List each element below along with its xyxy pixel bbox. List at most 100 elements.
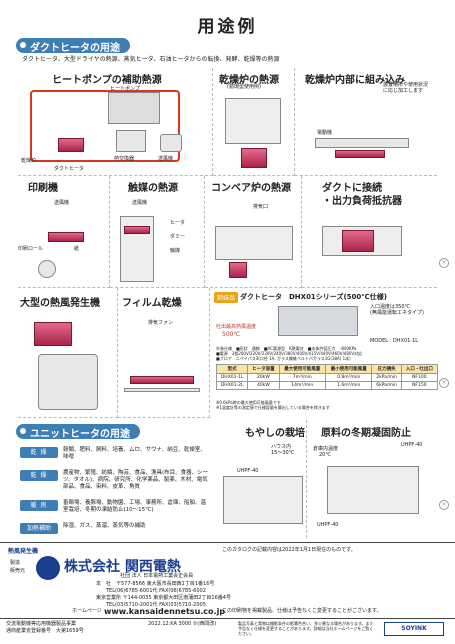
exhaust-fan-label: 排気ファン	[148, 320, 174, 326]
spec-line-3: ■ブロア 二ペイパス3(口径 1A, ガラス繊維ベルトパガラス1G(38A) 1…	[216, 356, 351, 361]
heat-pump-unit	[108, 92, 160, 124]
cell-inside-furnace: 乾燥炉内部に組み込み 電動機 設置場所や使用状況に応じ加工します	[295, 68, 437, 176]
catalyst-heater	[124, 226, 150, 234]
catalyst-title: 触媒の熱源	[128, 183, 178, 194]
hot-air-title: 大型の熱風発生機	[20, 298, 100, 309]
outlet-label: 吐出最高熱風温度	[216, 324, 257, 330]
unit-uses-list: 乾燥 穀類、肥料、飼料、培養、ムロ、サウナ、納豆、乾燥室、味噌 乾燥 農産物、繁…	[20, 447, 210, 543]
duct-section-heading: ダクトヒータの用途	[16, 38, 130, 54]
inside-heater	[335, 150, 385, 158]
duct-connect-title: ダクトに接続	[322, 183, 382, 194]
mushroom-beds	[223, 476, 303, 524]
conveyor-heater	[229, 262, 247, 278]
footer-divider-2	[0, 618, 455, 619]
change-note: この印刷物を掲載製品、仕様は予告なくこ変更することがございます。	[222, 608, 382, 614]
inlet-note: 入口温度は350℃	[370, 304, 411, 310]
use-tag: 乾燥	[20, 447, 58, 458]
cell-film: フィルム乾燥 排気ファン	[118, 288, 210, 418]
film-sheet	[124, 388, 200, 392]
tokyo-tel: TEL(03)5710-2001代 FAX(03)5710-2005	[106, 602, 206, 608]
dhx01-photo	[278, 306, 358, 336]
duct-intro: ダクトヒータ、大型ドライヤの熱源、蒸気ヒータ、石油ヒータからの転換、発酵、乾燥等…	[22, 56, 280, 63]
printing-roll	[38, 260, 56, 278]
catalyst-blower-label: 送風機	[132, 200, 148, 206]
winter-unit-label-1: UHPF-40	[401, 442, 423, 448]
outlet-value: 500℃	[222, 331, 241, 338]
th-pressure: 圧力損失	[371, 364, 402, 374]
inside-bar	[315, 138, 409, 148]
film-title: フィルム乾燥	[122, 298, 182, 309]
custom-note: 設置場所や使用状況に応じ加工します	[383, 82, 429, 94]
page-title: 用途例	[197, 17, 258, 37]
cell-printing: 印刷機 送風機 印刷ロール 紙	[18, 176, 110, 288]
blower-label: 送風機	[158, 156, 174, 162]
unit-section-heading: ユニットヒータの用途	[16, 424, 140, 440]
film-heater	[130, 376, 194, 384]
winter-title: 原料の冬期凝固防止	[321, 428, 411, 439]
cell-mushroom: もやしの栽培 ハウス内 15～30℃ UHPF-40	[215, 420, 307, 538]
airflow-loop	[30, 90, 180, 162]
conveyor-body	[215, 226, 293, 260]
exhaust-label: 排気口	[253, 204, 269, 210]
list-item: 暖房 畜鶏場、養豚場、動物園、工場、事務所、倉庫、船舶、温室栽培、冬期の凍結防止…	[20, 500, 210, 514]
dryer-label: 乾燥炉	[21, 158, 37, 164]
house-temp: 15～30℃	[271, 450, 295, 456]
inlet-note2: (無風能運転エネタイプ)	[370, 310, 424, 316]
conveyor-title: コンベア炉の熱源	[211, 183, 291, 194]
warehouse-label: 倉庫内温度	[313, 446, 339, 452]
furnace-body	[225, 98, 281, 144]
warehouse-temp: 20℃	[319, 452, 331, 458]
company-tagline: 社団 法人 日本電熱工業会正会員	[120, 573, 194, 579]
table-cell: 40kW	[247, 381, 280, 390]
maker-label-1: 製造	[10, 560, 21, 566]
catalyst-dummy-label: ダミー	[170, 234, 186, 240]
house-label: ハウス内	[271, 444, 292, 450]
brand-label: 熱風発生機	[8, 548, 39, 555]
cell-heat-pump: ヒートポンプの補助熱源 ヒートポンプ 乾燥炉 ダクトヒータ 熱交換器 送風機	[18, 68, 213, 176]
mushroom-unit-label: UHPF-40	[237, 468, 259, 474]
table-cell: 14m³/min	[278, 381, 327, 390]
list-item: 乾燥 穀類、肥料、飼料、培養、ムロ、サウナ、納豆、乾燥室、味噌	[20, 447, 210, 461]
sister-badge: 姉妹品	[214, 292, 239, 303]
printing-blower-label: 送風機	[54, 200, 70, 206]
drying-furnace-title: 乾燥炉の熱源	[219, 75, 279, 86]
heat-pump-title: ヒートポンプの補助熱源	[52, 75, 162, 86]
hot-air-fan	[38, 354, 98, 410]
catalog-code: 2022.12.KA 3000 ②(西問改)	[148, 621, 217, 627]
duct-heater-label: ダクトヒータ	[54, 166, 85, 172]
mushroom-title: もやしの栽培	[245, 428, 305, 439]
use-tag: 暖房	[20, 500, 58, 511]
maker-label-2: 販売元	[10, 568, 26, 574]
heat-exchanger	[116, 130, 146, 152]
punch-hole-mark: ×	[439, 258, 449, 268]
table-note-1: ※0.6kPa時の最大使用可能風量です	[216, 400, 281, 405]
company-name: 株式会社 関西電熱	[64, 559, 181, 575]
th-capacity: ヒータ容量	[247, 364, 280, 374]
table-cell: 7m³/min	[278, 373, 327, 382]
hot-air-heater	[34, 322, 72, 346]
duct-connect-title2: ・出力負荷抵抗器	[322, 196, 402, 207]
website-link[interactable]: www.kansaidennetsu.co.jp	[104, 607, 226, 616]
printing-title: 印刷機	[28, 183, 58, 194]
printing-roll-label: 印刷ロール	[18, 246, 44, 252]
date-note: このカタログの記載内容は2022年1月1日現在のものです。	[222, 547, 356, 553]
photo-warning: 製品写真と実物は撮影条件の影響色合い、多少異なる場合があります。また予告なく仕様…	[238, 621, 374, 636]
blower	[160, 134, 182, 152]
table-cell: DHX01-2L	[215, 381, 249, 390]
motor-label: 電動機	[317, 130, 333, 136]
cell-drying-furnace: 乾燥炉の熱源 (循環型使用例)	[213, 68, 295, 176]
model-label: MODEL : DHX01-1L	[370, 338, 419, 344]
registration-2: 通商産業省登録番号 大第1659号	[6, 628, 84, 634]
hp-label: ホームページ	[72, 608, 102, 614]
heat-exchanger-label: 熱交換器	[114, 156, 135, 162]
th-inlet: 入口・吐出口	[400, 364, 439, 374]
table-cell: 6kPa/min	[371, 381, 402, 390]
sister-product-box: 姉妹品 ダクトヒータ DHX01シリーズ(500℃仕様) 入口温度は350℃ (…	[214, 292, 439, 418]
catalyst-heater-label: ヒータ	[170, 220, 186, 226]
table-cell: DHX01-1L	[215, 373, 249, 382]
duct-section-heading-text: ダクトヒータの用途	[30, 42, 120, 54]
spec-table-header: 型式 ヒータ容量 最大使用可能風量 最小使用可能風量 圧力損失 入口・吐出口	[215, 364, 439, 374]
table-cell: 2kPa/min	[371, 373, 402, 382]
paper-label: 紙	[74, 246, 80, 252]
tokyo-address: 東京営業所 〒144-0035 東京都大田区南蒲田2丁目16番4号	[96, 595, 231, 601]
